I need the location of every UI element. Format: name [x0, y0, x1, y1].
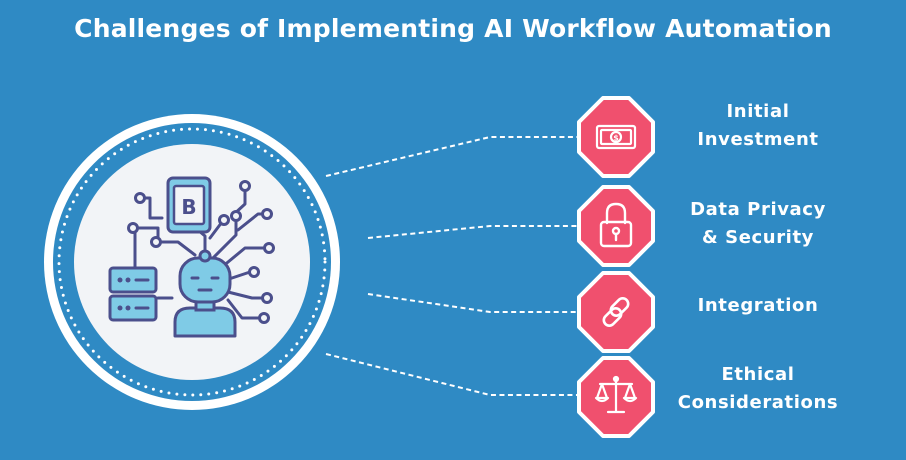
connector-line-1: [325, 136, 578, 177]
challenge-badge-1: $: [577, 96, 655, 178]
challenge-label-line: Ethical: [721, 364, 795, 385]
challenge-label-line: Investment: [697, 129, 819, 150]
challenge-label-data-privacy: Data Privacy & Security: [662, 196, 854, 252]
challenge-label-integration: Integration: [662, 292, 854, 320]
challenge-badge-4: [577, 356, 655, 438]
challenge-label-line: Data Privacy: [690, 199, 826, 220]
challenge-badge-2: [577, 185, 655, 267]
challenge-label-line: Considerations: [677, 392, 839, 413]
connector-line-2: [367, 225, 578, 239]
padlock-icon: [599, 202, 633, 248]
balance-scale-icon: [594, 375, 638, 414]
connector-line-3: [367, 293, 578, 313]
svg-text:$: $: [613, 134, 619, 143]
central-circle-dots: [57, 127, 327, 397]
challenge-badge-3: [577, 271, 655, 353]
page-title: Challenges of Implementing AI Workflow A…: [74, 14, 832, 43]
challenge-label-line: Initial: [726, 101, 790, 122]
connector-line-4: [325, 353, 578, 396]
challenge-label-ethical-considerations: Ethical Considerations: [662, 361, 854, 417]
chain-link-icon: [602, 297, 630, 327]
ai-robot-circuit-icon: B: [108, 176, 275, 338]
challenge-label-initial-investment: Initial Investment: [662, 98, 854, 154]
octagon-badge: [577, 185, 655, 267]
svg-text:B: B: [181, 195, 196, 219]
octagon-badge: [577, 271, 655, 353]
challenge-label-line: Integration: [697, 295, 819, 316]
connector-lines: [325, 136, 578, 396]
octagon-badge: [577, 96, 655, 178]
challenge-label-line: & Security: [701, 227, 814, 248]
money-bill-icon: $: [595, 124, 637, 150]
